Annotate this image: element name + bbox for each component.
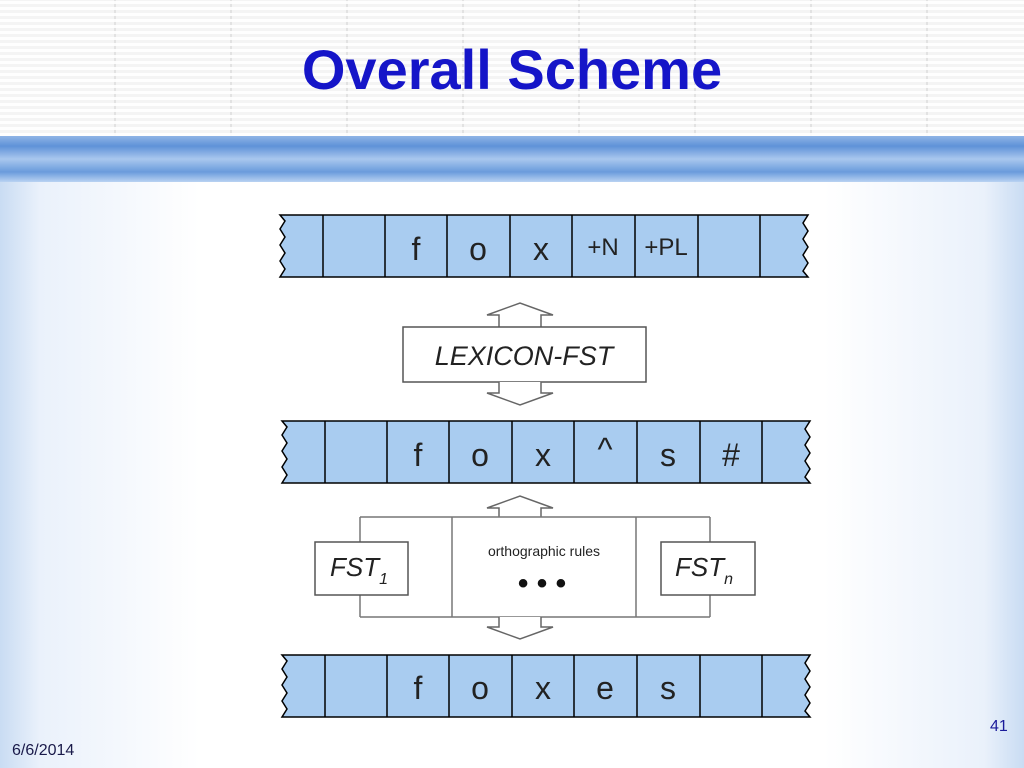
intermediate-tape-dividers xyxy=(324,421,763,483)
fst-last-box xyxy=(660,541,756,596)
lexicon-fst-box xyxy=(402,326,647,383)
slide-title: Overall Scheme xyxy=(301,38,723,101)
lexicon-down-arrow xyxy=(486,382,554,406)
fst-first-box xyxy=(314,541,409,596)
intermediate-cell-6: # xyxy=(722,437,740,473)
lexical-cell-5: +PL xyxy=(644,234,687,261)
orthographic-rules-label: orthographic rules xyxy=(488,543,600,559)
fst-first-label: FST1 xyxy=(330,552,388,588)
intermediate-tape-body xyxy=(280,420,812,484)
rules-up-arrow xyxy=(486,495,554,517)
morphology-diagram: f o x +N +PL LEXICON-FST xyxy=(270,205,820,730)
surface-cell-4: e xyxy=(596,670,614,706)
lexicon-fst-label: LEXICON-FST xyxy=(435,341,616,371)
intermediate-cell-1: f xyxy=(414,437,423,473)
intermediate-cell-3: x xyxy=(535,437,551,473)
lexical-cell-3: x xyxy=(533,231,549,267)
fst-last-label: FSTn xyxy=(675,552,733,588)
slide-date: 6/6/2014 xyxy=(12,742,75,759)
lexicon-up-arrow xyxy=(486,302,554,327)
surface-cell-2: o xyxy=(471,670,489,706)
intermediate-cell-5: s xyxy=(660,437,676,473)
surface-tape-dividers xyxy=(324,655,763,717)
lexical-cell-1: f xyxy=(412,231,421,267)
surface-cell-3: x xyxy=(535,670,551,706)
lexical-tape-dividers xyxy=(322,215,761,277)
page-number: 41 xyxy=(990,718,1008,735)
header-band xyxy=(0,136,1024,182)
lexical-tape-body xyxy=(278,214,810,278)
lexical-tape: f o x +N +PL xyxy=(278,214,810,278)
intermediate-cell-2: o xyxy=(471,437,489,473)
lexical-cell-2: o xyxy=(469,231,487,267)
intermediate-cell-4: ^ xyxy=(597,431,612,467)
intermediate-tape: f o x ^ s # xyxy=(280,420,812,484)
surface-tape: f o x e s xyxy=(280,654,812,718)
slide-header-background xyxy=(0,0,1024,136)
rules-down-arrow xyxy=(486,617,554,640)
diagram-svg: f o x +N +PL LEXICON-FST xyxy=(278,214,812,718)
ellipsis-dots: • • • xyxy=(518,567,566,600)
surface-cell-5: s xyxy=(660,670,676,706)
lexical-cell-4: +N xyxy=(587,234,618,261)
surface-cell-1: f xyxy=(414,670,423,706)
surface-tape-body xyxy=(280,654,812,718)
